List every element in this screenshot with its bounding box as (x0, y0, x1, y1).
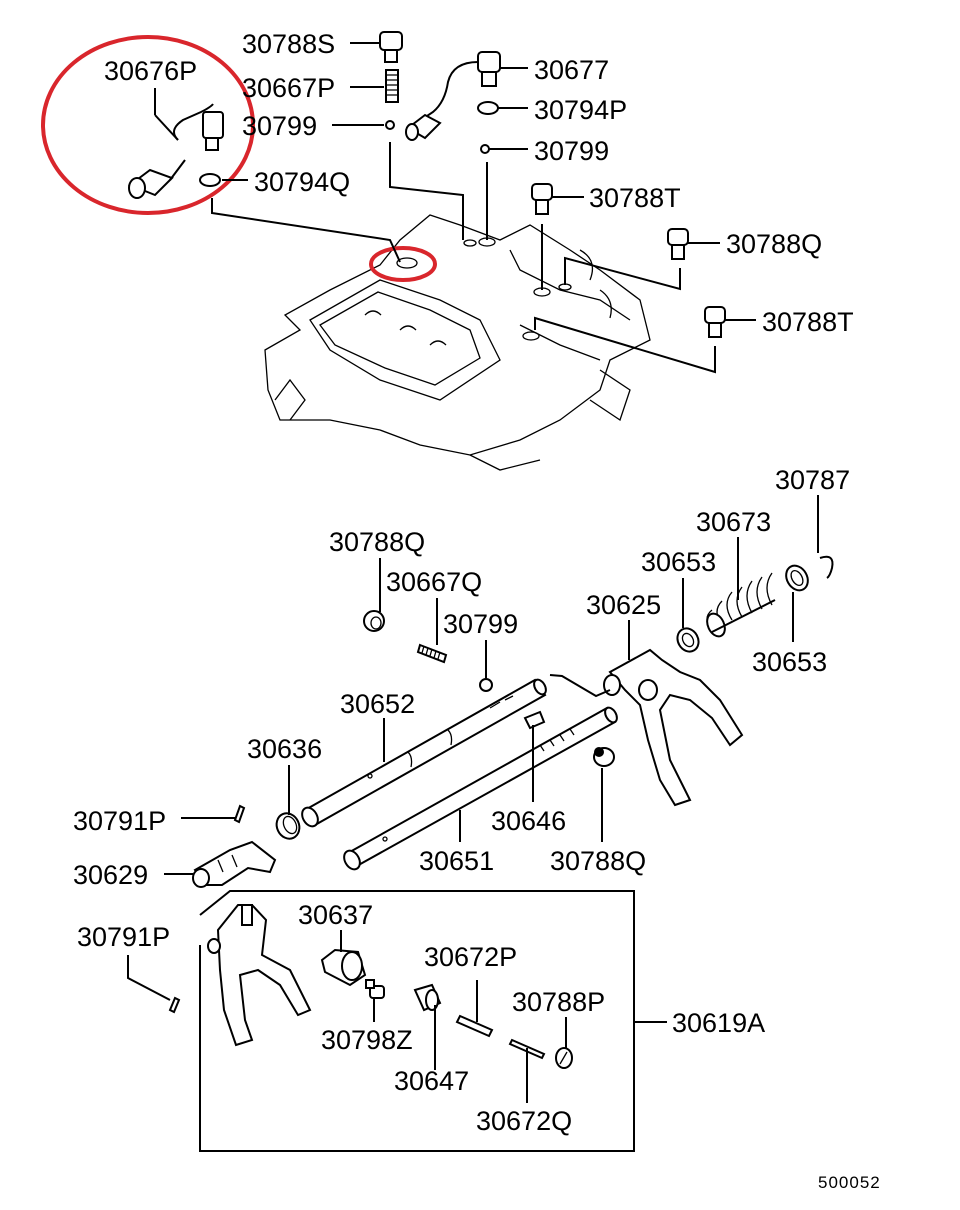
clip-30787-icon (819, 555, 834, 579)
bolt-30788Tb-icon (704, 306, 726, 338)
diagram-reference-number: 500052 (818, 1173, 881, 1192)
spring-30667Q-icon (416, 643, 448, 664)
block-30629-icon (192, 840, 277, 888)
leader-30676P-b (154, 114, 179, 141)
label-30653-right: 30653 (752, 647, 827, 677)
ring-30653a-icon (676, 627, 700, 653)
label-30788P: 30788P (512, 987, 605, 1017)
label-30788T-1: 30788T (589, 183, 681, 213)
label-30637: 30637 (298, 900, 373, 930)
pin-30791Pa-icon (233, 804, 246, 824)
sleeve-30647-icon (413, 983, 442, 1012)
bolt-30788Ta-icon (531, 183, 553, 215)
label-30788Q-2: 30788Q (329, 527, 425, 557)
ball-30799-icon (385, 120, 395, 130)
ball-30799c-icon (479, 678, 493, 692)
label-30794P: 30794P (534, 95, 627, 125)
label-30799-top: 30799 (242, 111, 317, 141)
label-30788T-2: 30788T (762, 307, 854, 337)
highlight-circle-sensor (41, 35, 255, 215)
label-30647: 30647 (394, 1066, 469, 1096)
label-30787: 30787 (775, 465, 850, 495)
washer-30794P-icon (477, 101, 499, 115)
label-30667Q: 30667Q (386, 567, 482, 597)
plug-30788Qc-icon (593, 747, 615, 767)
label-30788S: 30788S (242, 29, 335, 59)
label-30667P: 30667P (242, 73, 335, 103)
label-30672Q: 30672Q (476, 1106, 572, 1136)
label-30619A: 30619A (672, 1008, 765, 1038)
label-30799-mid: 30799 (443, 609, 518, 639)
label-30799-right: 30799 (534, 136, 609, 166)
highlight-circle-port (369, 246, 437, 282)
label-30788Q-3: 30788Q (550, 846, 646, 876)
lug-30637-icon (320, 948, 367, 987)
label-30677: 30677 (534, 55, 609, 85)
label-30788Q-1: 30788Q (726, 229, 822, 259)
bushing-30636-icon (275, 812, 301, 840)
ring-30653b-icon (785, 564, 809, 592)
sensor-30676P-icon (127, 103, 224, 199)
label-30653-left: 30653 (641, 547, 716, 577)
label-30791P-1: 30791P (73, 806, 166, 836)
label-30676P: 30676P (104, 56, 197, 86)
label-30673: 30673 (696, 507, 771, 537)
label-30794Q: 30794Q (254, 167, 350, 197)
plug-30788Qb-icon (363, 610, 385, 632)
label-30798Z: 30798Z (321, 1025, 413, 1055)
label-30791P-2: 30791P (77, 922, 170, 952)
label-30629: 30629 (73, 860, 148, 890)
shift-rail-30651-icon (343, 706, 618, 871)
pin-30646-icon (523, 710, 546, 730)
callout-labels: 30788S 30676P 30667P 30799 30794Q 30677 … (73, 29, 854, 1136)
washer-30794Q-icon (199, 173, 221, 187)
shift-fork-30625-icon (603, 648, 744, 807)
shift-fork-box-icon (207, 904, 312, 1047)
label-30672P: 30672P (424, 942, 517, 972)
bolt-30788Qa-icon (667, 228, 689, 260)
shift-rail-30652-icon (301, 678, 547, 828)
plug-30788P-icon (555, 1047, 573, 1069)
pin-30791Pb-icon (168, 996, 181, 1014)
ball-30799b-icon (480, 144, 490, 154)
label-30651: 30651 (419, 846, 494, 876)
label-30636: 30636 (247, 734, 322, 764)
spring-30673-icon (706, 572, 776, 638)
bolt-30798Z-icon (365, 979, 385, 999)
spring-30672P-icon (455, 1014, 494, 1038)
label-30625: 30625 (586, 590, 661, 620)
sensor-30677-icon (405, 51, 501, 141)
label-30652: 30652 (340, 689, 415, 719)
spring-30667P-icon (385, 69, 399, 103)
label-30646: 30646 (491, 806, 566, 836)
bolt-30788S-icon (379, 31, 403, 63)
transmission-case-drawing (264, 214, 651, 471)
